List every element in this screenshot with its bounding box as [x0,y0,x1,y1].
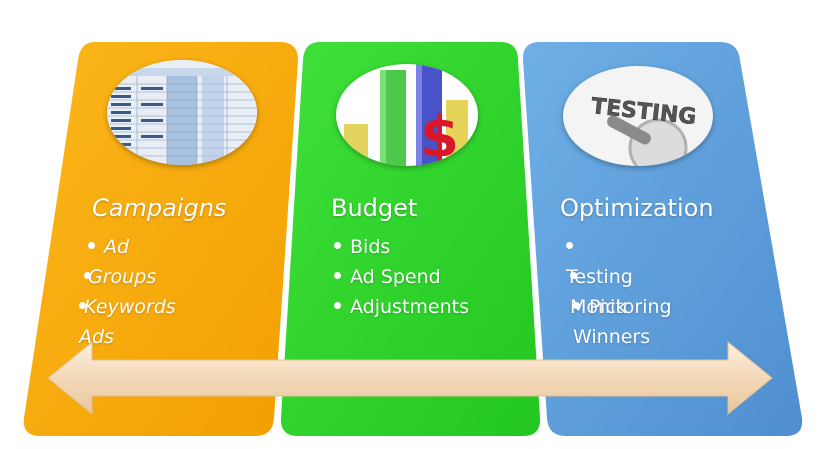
list-item: Pick Winners [573,296,651,348]
budget-title: Budget [331,194,418,222]
bar-chart-dollar-icon: $ [336,64,478,166]
campaigns-title: Campaigns [92,194,227,222]
list-item: Ad Groups [88,236,157,288]
list-item: Adjustments [334,292,469,322]
testing-badge: TESTING [590,94,698,130]
list-item: Ad Spend [334,262,469,292]
bullet-dot [334,242,341,249]
bullet-dot [573,302,580,309]
list-item: Testing [566,232,633,288]
list-item: Keywords [84,262,176,318]
list-item: Bids [334,232,469,262]
list-item: Monitoring [570,262,672,318]
bullet-dot [566,242,573,249]
timeline-arrow [47,340,773,416]
budget-list: Bids Ad Spend Adjustments [334,232,469,322]
bullet-dot [84,272,91,279]
list-item: Ads [79,292,114,348]
spreadsheet-icon [107,60,257,165]
bullet-dot [79,302,86,309]
testing-magnifier-icon: TESTING [563,66,713,166]
optimization-title: Optimization [560,194,714,222]
bullet-dot [334,302,341,309]
bullet-dot [88,242,95,249]
bullet-dot [334,272,341,279]
bullet-dot [570,272,577,279]
